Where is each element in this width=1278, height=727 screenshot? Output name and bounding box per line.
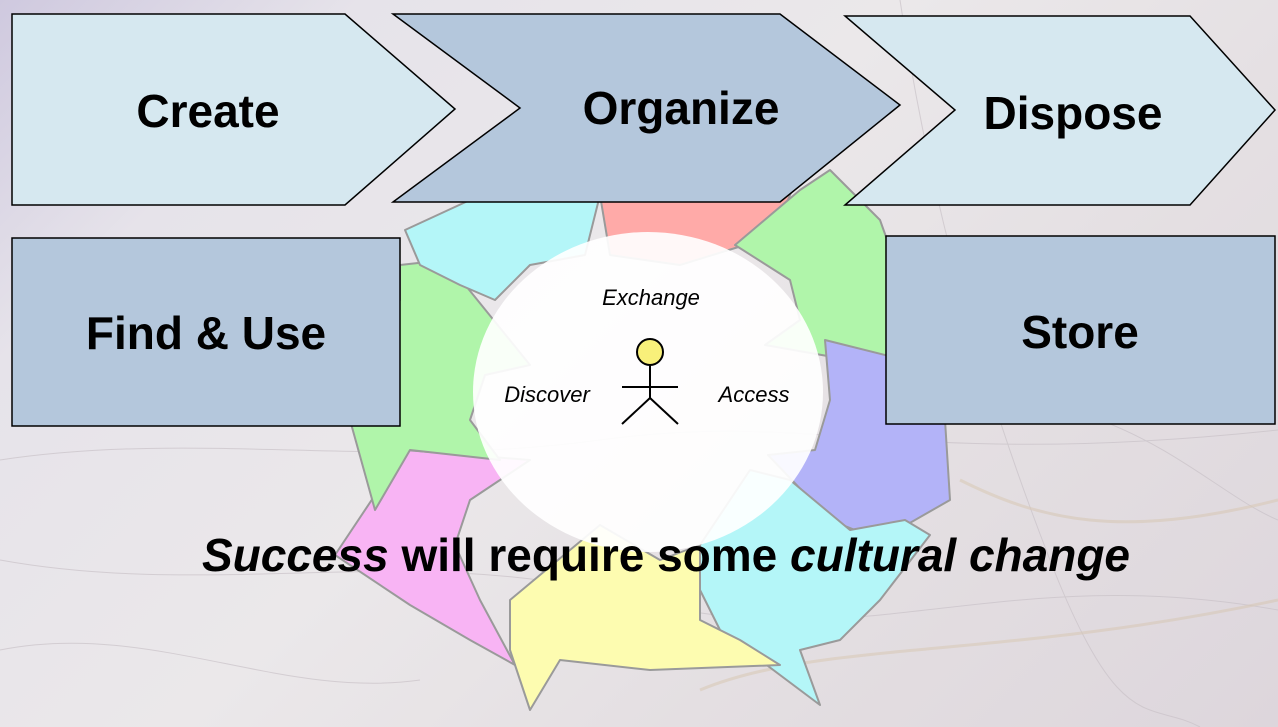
footer-success: Success [201,529,389,581]
stage-find-use-shape [11,237,401,427]
footer-cultural-change: cultural change [790,529,1131,581]
footer-statement: Success will require some cultural chang… [202,528,1130,582]
stage-find-use-label: Find & Use [85,307,327,359]
stage-store-shape [885,235,1276,425]
stage-organize-label: Organize [582,82,780,134]
stage-store-label: Store [1021,306,1139,358]
stage-create-shape [11,13,457,206]
cycle-arrow-yellow [509,524,781,711]
actor-head [636,338,664,366]
cycle-exchange-label: Exchange [602,285,700,310]
footer-middle: will require some [388,529,791,581]
stage-dispose-shape [842,15,1277,206]
cycle-center [473,232,823,552]
cycle-access-label: Access [718,382,790,407]
actor-figure [621,338,679,425]
cycle-discover-label: Discover [504,382,590,407]
stage-create-label: Create [136,85,280,137]
stage-organize-shape [390,13,902,203]
stage-dispose-label: Dispose [983,87,1163,139]
